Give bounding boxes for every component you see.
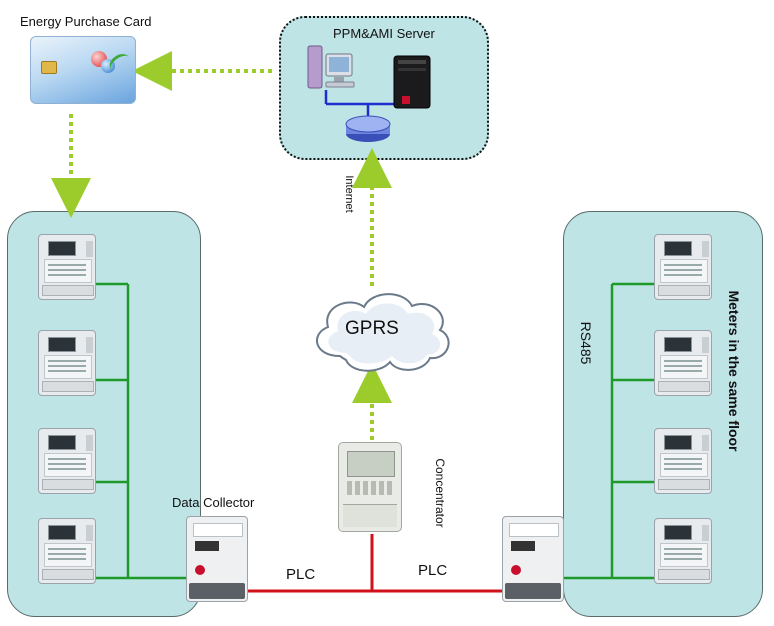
right-meter-1 bbox=[654, 234, 712, 300]
left-meter-3 bbox=[38, 428, 96, 494]
plc-right-label: PLC bbox=[418, 562, 448, 579]
server-label: PPM&AMI Server bbox=[333, 26, 435, 41]
card-label: Energy Purchase Card bbox=[20, 14, 152, 29]
router-icon bbox=[345, 115, 391, 142]
right-meter-2 bbox=[654, 330, 712, 396]
plc-left-label: PLC bbox=[286, 566, 316, 583]
plc-lines bbox=[248, 534, 506, 593]
right-data-collector bbox=[502, 516, 564, 602]
left-rs485-bus bbox=[96, 282, 192, 580]
server-pc-icon bbox=[307, 45, 355, 89]
right-meter-4 bbox=[654, 518, 712, 584]
left-data-collector bbox=[186, 516, 248, 602]
gprs-label: GPRS bbox=[345, 318, 399, 339]
same-floor-label: Meters in the same floor bbox=[726, 290, 742, 452]
internet-label: Internet bbox=[343, 175, 355, 213]
right-meter-3 bbox=[654, 428, 712, 494]
right-rs485-bus bbox=[556, 282, 654, 580]
server-tower-icon bbox=[393, 55, 431, 109]
concentrator-device bbox=[338, 442, 402, 532]
gprs-cloud bbox=[316, 293, 450, 372]
data-collector-label: Data Collector bbox=[172, 495, 255, 510]
concentrator-label: Concentrator bbox=[433, 458, 447, 528]
left-meter-2 bbox=[38, 330, 96, 396]
left-meter-1 bbox=[38, 234, 96, 300]
card-chip-icon bbox=[41, 61, 57, 74]
rs485-label: RS485 bbox=[578, 321, 594, 365]
card-graphic-swoosh bbox=[106, 50, 134, 77]
card-graphic-blue bbox=[101, 59, 115, 73]
left-meter-4 bbox=[38, 518, 96, 584]
energy-purchase-card bbox=[30, 36, 136, 104]
